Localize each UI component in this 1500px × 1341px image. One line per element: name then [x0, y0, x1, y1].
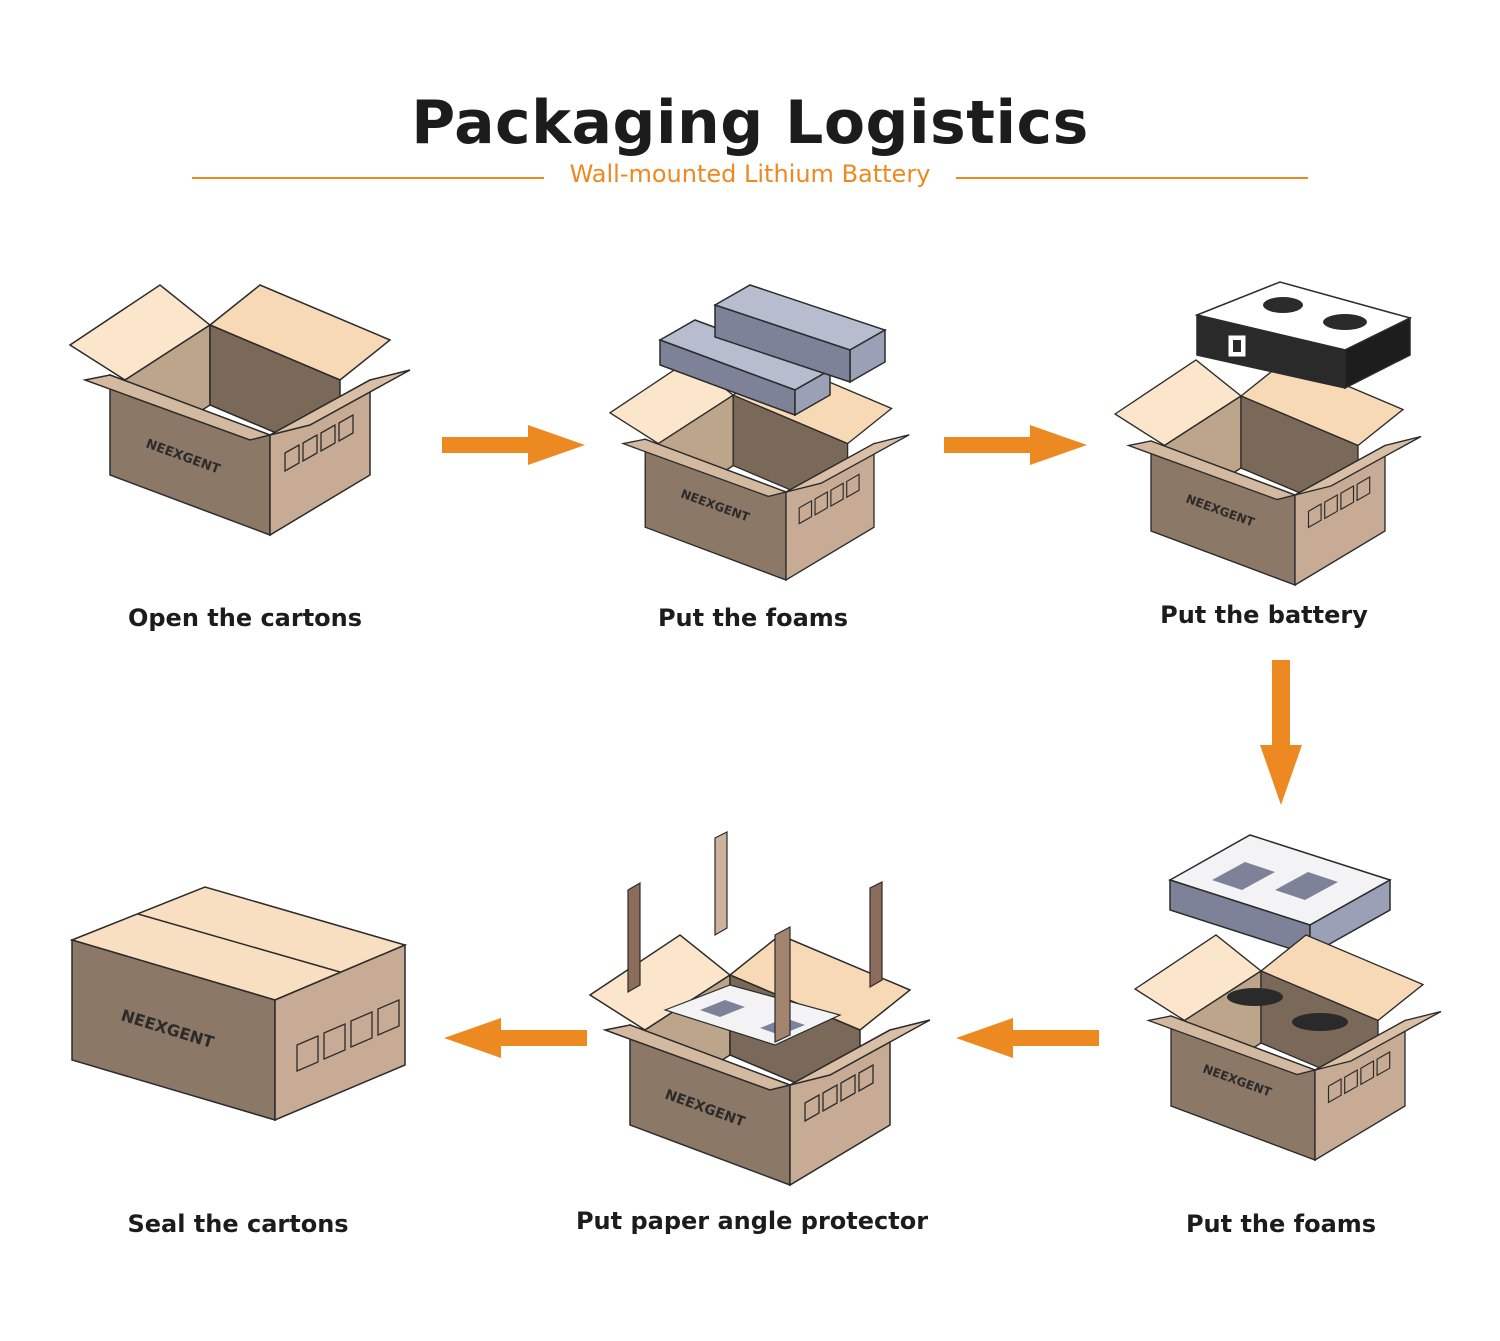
angle-protectors — [627, 831, 883, 1043]
foam-inside-4 — [1227, 988, 1348, 1031]
page-subtitle: Wall-mounted Lithium Battery — [569, 160, 931, 188]
foam-top-4 — [1168, 834, 1392, 957]
subtitle-rule-right — [956, 177, 1308, 179]
step-label-put-foams-2: Put the foams — [1185, 1210, 1377, 1238]
step-label-seal-cartons: Seal the cartons — [127, 1210, 349, 1238]
carton-sealed — [69, 886, 408, 1122]
arrow-right-1 — [442, 425, 585, 465]
subtitle-rule-left — [192, 177, 544, 179]
carton-open-1 — [69, 284, 411, 536]
step-label-put-battery: Put the battery — [1160, 601, 1368, 629]
arrow-down — [1260, 660, 1302, 805]
page-title: Packaging Logistics — [411, 88, 1089, 158]
foam-top-2 — [658, 284, 887, 417]
carton-open-4 — [1134, 934, 1442, 1161]
arrow-left-1 — [956, 1018, 1099, 1058]
battery-module — [1194, 281, 1413, 390]
arrow-left-2 — [444, 1018, 587, 1058]
step-label-open-cartons: Open the cartons — [127, 604, 363, 632]
step-label-angle-protector: Put paper angle protector — [575, 1207, 929, 1235]
arrow-right-2 — [944, 425, 1087, 465]
step-label-put-foams: Put the foams — [657, 604, 849, 632]
carton-open-3 — [1114, 359, 1422, 586]
